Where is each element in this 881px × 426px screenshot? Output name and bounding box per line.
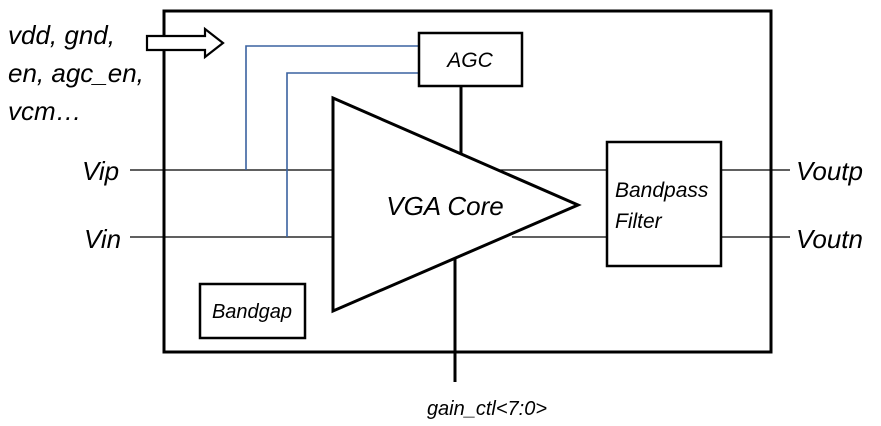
- bandpass-label-line-2: Filter: [615, 210, 663, 233]
- chip-boundary: [162, 9, 773, 354]
- agc-label: AGC: [445, 49, 493, 72]
- vin-label: Vin: [84, 224, 121, 254]
- agc-sense-wire-n: [286, 72, 419, 237]
- bandpass-block: [605, 140, 723, 268]
- supply-pins-line-1: vdd, gnd,: [8, 20, 115, 50]
- vip-label: Vip: [82, 156, 119, 186]
- bandgap-block: [198, 282, 307, 340]
- vga-core-triangle: [331, 95, 582, 314]
- supply-pins-line-3: vcm…: [8, 96, 82, 126]
- gain-ctl-label: gain_ctl<7:0>: [427, 398, 547, 420]
- vga-core-label: VGA Core: [386, 191, 504, 221]
- supply-pins-line-2: en, agc_en,: [8, 58, 144, 88]
- agc-block: [417, 31, 524, 88]
- supply-arrow-icon: [145, 26, 225, 60]
- voutn-label: Voutn: [796, 224, 863, 254]
- bandpass-label-line-1: Bandpass: [615, 179, 709, 202]
- agc-sense-wire-p: [245, 45, 419, 170]
- bandgap-label: Bandgap: [212, 301, 292, 323]
- voutp-label: Voutp: [796, 156, 863, 186]
